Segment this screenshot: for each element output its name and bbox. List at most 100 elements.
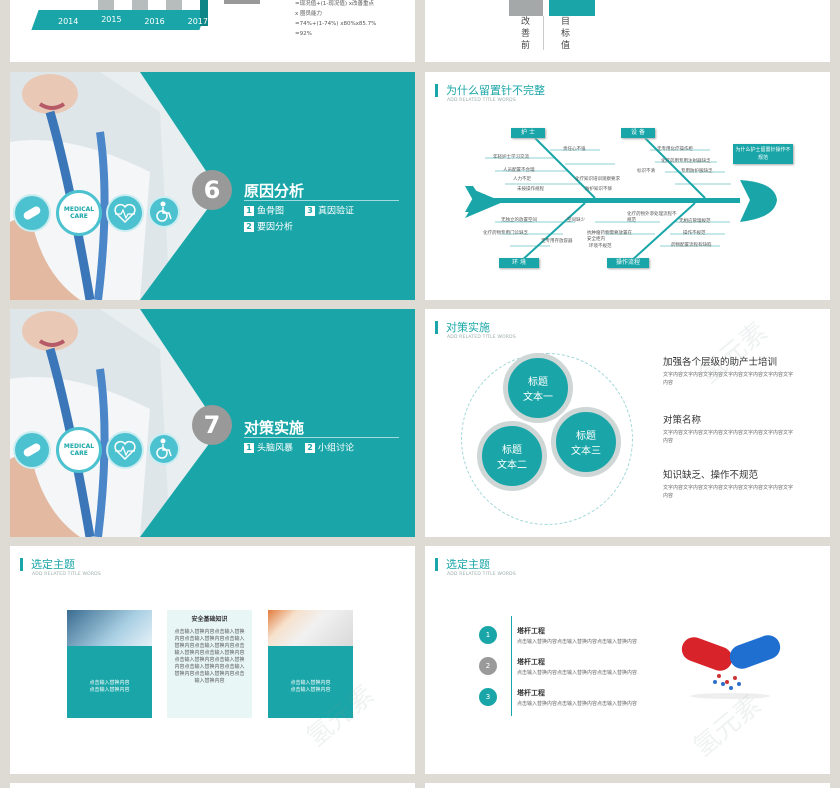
cause-label: 标识不清 xyxy=(637,169,655,174)
circle-item-two: 标题文本二 xyxy=(477,421,547,491)
label-before: 改 善 前 xyxy=(521,17,531,51)
year-labels: 2014 2015 2016 2017 xyxy=(58,15,208,26)
wheelchair-icon xyxy=(148,196,180,228)
step-circle: 2 xyxy=(479,657,497,675)
slide-subtitle: ADD RELATED TITLE WORDS xyxy=(447,572,516,577)
pills-icon-svg xyxy=(23,443,41,457)
pills-icon xyxy=(13,194,51,232)
bar xyxy=(98,0,114,10)
card-middle: 安全基础知识 点击输入替换内容点击输入替换内容点击输入替换内容点击输入替换内容点… xyxy=(167,610,252,718)
slide-topic-steps: 选定主题 ADD RELATED TITLE WORDS 1 2 3 塔杆工程 … xyxy=(425,546,830,774)
section-number-badge: 6 xyxy=(192,170,232,210)
cause-label: 人员配置不合理 xyxy=(503,168,535,173)
cause-label: 责任心不强 xyxy=(563,147,586,152)
cause-label: 无专用化疗操作柜 xyxy=(657,147,693,152)
cause-label: 无专用存放容器 xyxy=(541,239,573,244)
heartbeat-icon xyxy=(106,431,144,469)
cause-label: 安全柜内 xyxy=(587,237,605,242)
cause-label: 化疗药物外渗处理流程不规范 xyxy=(627,212,677,223)
bar-target xyxy=(549,0,595,16)
circle-item-three: 标题文本三 xyxy=(551,407,621,477)
slide-subtitle: ADD RELATED TITLE WORDS xyxy=(447,335,516,340)
cause-label: 化疗药物专用门诊缺乏 xyxy=(483,231,528,236)
bar xyxy=(166,0,182,10)
slide-bottom-right xyxy=(425,783,830,788)
wheelchair-icon-svg xyxy=(156,201,172,222)
fishbone-diagram xyxy=(465,137,777,263)
cause-label: 药物配置流程有缺陷 xyxy=(671,243,712,248)
bar-before xyxy=(509,0,543,16)
category-equipment: 设 备 xyxy=(621,128,655,138)
fish-head-callout: 为什么护士留置针操作不规范 xyxy=(733,144,793,164)
title-divider xyxy=(244,200,399,201)
slide-fishbone: 为什么留置针不完整 ADD RELATED TITLE WORDS 护 士 设 … xyxy=(425,72,830,300)
cause-label: 环境不规范 xyxy=(589,244,612,249)
label-target: 目 标 值 xyxy=(561,17,571,51)
pills-icon-svg xyxy=(23,206,41,220)
cause-label: 空间缺少 xyxy=(567,218,585,223)
medical-care-text: MEDICAL CARE xyxy=(63,206,95,220)
cause-label: 防护知识不够 xyxy=(585,187,612,192)
step-circle: 1 xyxy=(479,626,497,644)
heartbeat-icon-svg xyxy=(114,440,136,461)
strategy-point: 对策名称 文字内容文字内容文字内容文字内容文字内容文字内容文字内容 xyxy=(663,415,794,444)
year-label: 2016 xyxy=(144,17,165,26)
year-label: 2017 xyxy=(187,17,208,26)
slide-bottom-left xyxy=(10,783,415,788)
heartbeat-icon-svg xyxy=(114,203,136,224)
pills-icon xyxy=(13,431,51,469)
title-divider xyxy=(244,437,399,438)
cause-label: 无独立的放置空间 xyxy=(501,218,537,223)
step-circle: 3 xyxy=(479,688,497,706)
slide-title: 为什么留置针不完整 xyxy=(435,84,545,97)
doctor-photo xyxy=(10,72,270,300)
cause-label: 人力不足 xyxy=(513,177,531,182)
category-environment: 环 境 xyxy=(499,258,539,268)
cause-label: 化疗药用专用注射器缺乏 xyxy=(661,159,711,164)
wheelchair-icon-svg xyxy=(156,438,172,459)
card-right: 点击输入替换内容 点击输入替换内容 xyxy=(268,646,353,718)
strategy-point: 加强各个层级的助产士培训 文字内容文字内容文字内容文字内容文字内容文字内容文字内… xyxy=(663,357,794,386)
slide-subtitle: ADD RELATED TITLE WORDS xyxy=(32,572,101,577)
cause-label: 化疗知识培训观察要求 xyxy=(575,177,620,182)
timeline-line xyxy=(511,616,512,716)
slide-title: 对策实施 xyxy=(435,321,490,334)
circle-item-one: 标题文本一 xyxy=(503,353,573,423)
cause-label: 年轻护士学习交流 xyxy=(493,155,529,160)
legend-bar xyxy=(224,0,260,4)
capsule-image xyxy=(681,635,781,699)
heartbeat-icon xyxy=(106,194,144,232)
card-right-image xyxy=(268,610,353,646)
slide-top-right: 改 善 前 目 标 值 xyxy=(425,0,830,62)
year-label: 2014 xyxy=(58,17,79,26)
slide-topic-cards: 选定主题 ADD RELATED TITLE WORDS 点击输入替换内容 点击… xyxy=(10,546,415,774)
step-item: 塔杆工程 点击输入替换内容点击输入替换内容点击输入替换内容 xyxy=(517,658,638,676)
cause-label: 操作不规范 xyxy=(683,231,706,236)
formula-text: =现况值+(1-现况值) x改善重点 x 圈员能力 =74%+(1-74%) x… xyxy=(295,1,377,37)
section-number-badge: 7 xyxy=(192,405,232,445)
medical-care-badge: MEDICAL CARE xyxy=(56,190,102,236)
axis-line xyxy=(543,16,544,50)
strategy-point: 知识缺乏、操作不规范 文字内容文字内容文字内容文字内容文字内容文字内容文字内容 xyxy=(663,470,794,499)
category-process: 操作流程 xyxy=(607,258,649,268)
category-nurse: 护 士 xyxy=(511,128,545,138)
section-title: 对策实施 xyxy=(244,419,305,437)
cause-label: 未按操作规程 xyxy=(517,187,544,192)
cause-label: 抗肿瘤药物需要放置在 xyxy=(587,231,632,236)
doctor-illustration xyxy=(10,72,270,300)
step-item: 塔杆工程 点击输入替换内容点击输入替换内容点击输入替换内容 xyxy=(517,627,638,645)
bar xyxy=(132,0,148,10)
cause-label: 专用防护服缺乏 xyxy=(681,169,713,174)
medical-care-text: MEDICAL CARE xyxy=(63,443,95,457)
card-left-image xyxy=(67,610,152,646)
cause-label: 无相应管理规范 xyxy=(679,219,711,224)
slide-title: 选定主题 xyxy=(20,558,75,571)
section-title: 原因分析 xyxy=(244,182,305,200)
